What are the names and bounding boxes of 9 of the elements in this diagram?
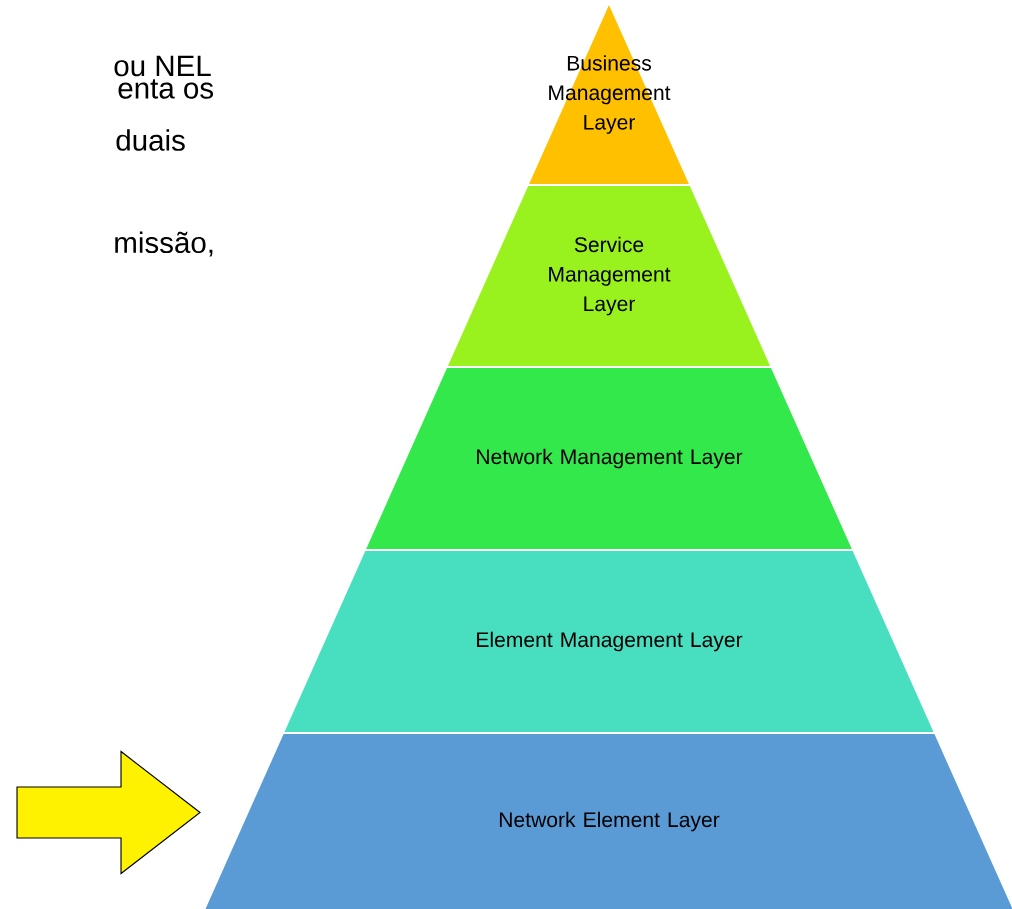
- pyramid-layer: Network Element Layer: [205, 734, 1012, 909]
- text-fragment: duais: [116, 129, 185, 151]
- block-arrow: [16, 750, 201, 875]
- pyramid-layer: Element Management Layer: [284, 551, 934, 732]
- text-fragment: ou NEL: [114, 55, 211, 77]
- pyramid-layer: Network Management Layer: [366, 368, 852, 549]
- pyramid-layer: Service Management Layer: [447, 186, 771, 366]
- text-fragment: missão,: [115, 231, 213, 257]
- text-fragment: enta os: [118, 79, 214, 99]
